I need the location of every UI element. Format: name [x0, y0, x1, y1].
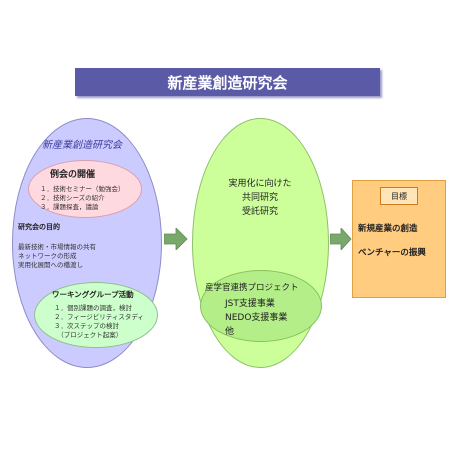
project-line: 他	[225, 327, 235, 337]
meetings-oval	[28, 160, 142, 218]
research-line: 実用化に向けた	[228, 179, 292, 189]
arrow-right-icon	[330, 228, 352, 250]
title-banner: 新産業創造研究会	[75, 68, 380, 96]
project-oval	[200, 270, 322, 342]
working-group-item: １．個別課題の調査，検討	[54, 304, 132, 312]
purpose-line: 最新技術・市場情報の共有	[18, 243, 96, 251]
working-group-item: ３．次ステップの検討	[54, 322, 119, 330]
meetings-item: ２．技術シーズの紹介	[40, 194, 105, 202]
project-line: JST支援事業	[225, 299, 275, 309]
research-line: 共同研究	[241, 193, 278, 203]
research-line: 受託研究	[241, 207, 278, 217]
purpose-line: 実用化展開への橋渡し	[18, 261, 83, 269]
meetings-item: ３．課題探査，議論	[40, 203, 99, 211]
meetings-title: 例会の開催	[50, 170, 96, 180]
working-group-oval	[34, 282, 158, 348]
research-group-heading: 新産業創造研究会	[42, 140, 122, 151]
purpose-line: ネットワークの形成	[18, 252, 77, 260]
working-group-item: ２．フィージビリティスタディ	[54, 313, 144, 321]
purpose-title: 研究会の目的	[18, 223, 60, 231]
working-group-title: ワーキンググループ活動	[52, 290, 134, 299]
diagram-title: 新産業創造研究会	[167, 73, 288, 92]
goal-tag-label: 目標	[391, 191, 407, 201]
meetings-item: １．技術セミナー（勉強会）	[40, 185, 125, 193]
goal-tag: 目標	[380, 187, 418, 205]
goal-item: 新規産業の創造	[358, 224, 418, 234]
arrow-right-icon	[164, 228, 188, 250]
project-line: 産学官連携プロジェクト	[205, 283, 299, 293]
working-group-item: （プロジェクト起案）	[54, 331, 123, 339]
project-line: NEDO支援事業	[225, 313, 288, 323]
goal-item: ベンチャーの振興	[358, 248, 426, 258]
